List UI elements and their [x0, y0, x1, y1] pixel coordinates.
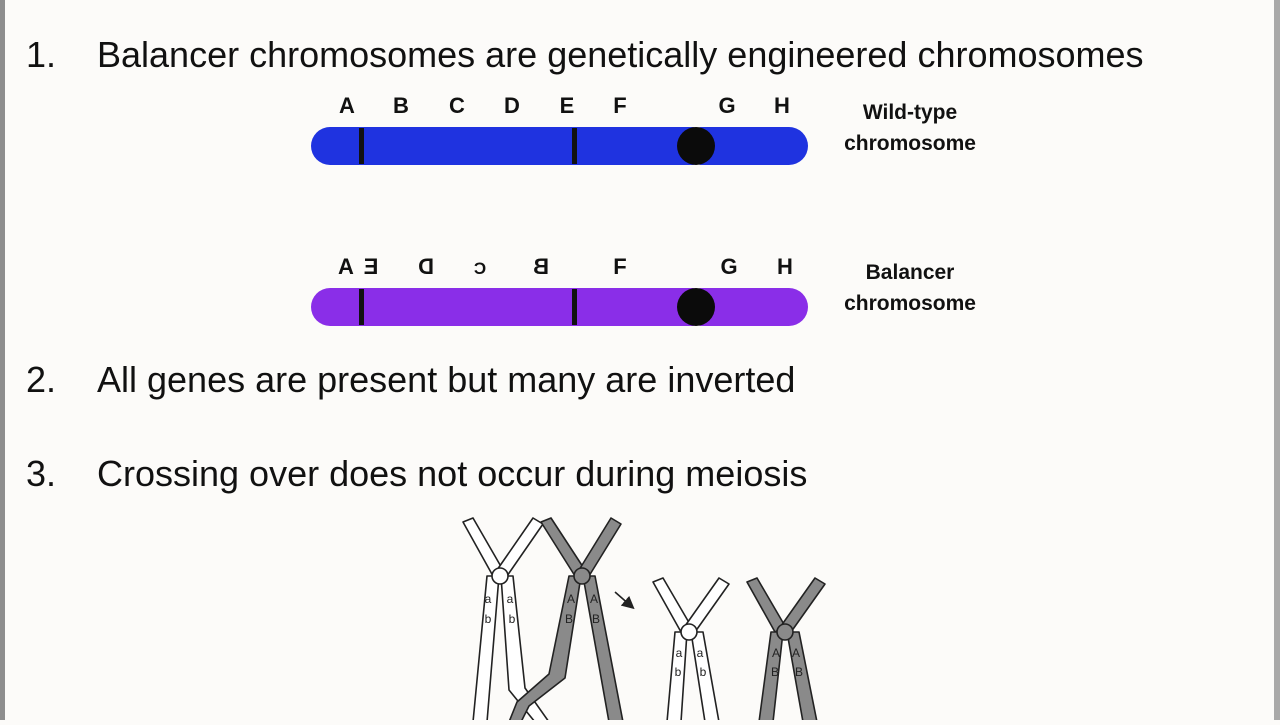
- centromere-circle: [680, 623, 698, 641]
- gene-label-inverted: D: [418, 254, 434, 280]
- chromosome-band: [359, 289, 364, 325]
- gene-label-inverted: B: [533, 254, 549, 280]
- gene-letter: D: [418, 254, 434, 279]
- gene-label: E: [559, 93, 575, 118]
- item-number: 2.: [26, 359, 57, 400]
- left-window-edge: [0, 0, 5, 720]
- gene-label: D: [504, 93, 520, 118]
- gene-letter: B: [533, 254, 549, 279]
- allele-label: A: [772, 646, 780, 660]
- item-text: Balancer chromosomes are genetically eng…: [97, 34, 1144, 75]
- allele-label: A: [590, 592, 598, 606]
- label-line: Balancer: [865, 261, 955, 284]
- centromere-circle: [573, 567, 591, 585]
- gene-label-inverted: C: [474, 254, 486, 280]
- item-text: Crossing over does not occur during meio…: [97, 453, 808, 494]
- chromatid-arm: [496, 517, 544, 577]
- meiosis-diagram: a b a b A B A B a b a b A B A B: [462, 517, 826, 723]
- gene-label: C: [449, 93, 465, 118]
- chromosome-band: [572, 289, 577, 325]
- gene-letter: E: [363, 254, 379, 279]
- allele-label: a: [697, 646, 704, 660]
- gene-letter: C: [473, 259, 487, 278]
- chromosome-arm-left: [311, 127, 697, 165]
- gene-label: G: [718, 93, 736, 118]
- allele-label: b: [509, 612, 516, 626]
- chromatid-arm: [652, 577, 692, 633]
- allele-label: a: [485, 592, 492, 606]
- allele-label: b: [485, 612, 492, 626]
- gene-label: F: [613, 254, 627, 279]
- meiosis-figure: a b a b A B A B a b a b A B A B: [445, 510, 850, 723]
- allele-label: b: [700, 665, 707, 679]
- wild-type-label: Wild-type chromosome: [822, 97, 998, 159]
- arrow-icon: [614, 591, 635, 610]
- centromere-circle: [776, 623, 794, 641]
- chromatid-arm: [746, 577, 786, 633]
- centromere: [677, 288, 715, 326]
- label-line: chromosome: [844, 292, 976, 315]
- allele-label: B: [771, 665, 779, 679]
- allele-label: a: [507, 592, 514, 606]
- gene-label: G: [720, 254, 738, 279]
- allele-label: b: [675, 665, 682, 679]
- chromosome-arm-right: [697, 127, 808, 165]
- gene-label: F: [613, 93, 627, 118]
- allele-label: B: [592, 612, 600, 626]
- allele-label: a: [676, 646, 683, 660]
- gene-label: A: [338, 254, 354, 279]
- label-line: chromosome: [844, 132, 976, 155]
- label-line: Wild-type: [862, 101, 958, 124]
- gene-label: A: [339, 93, 355, 118]
- chromosome-band: [572, 128, 577, 164]
- chromatid-arm: [462, 517, 504, 577]
- chromatid-arm: [578, 517, 622, 577]
- chromosome-arm-left: [311, 288, 697, 326]
- chromatid-arm: [540, 517, 586, 577]
- chromosome-band: [359, 128, 364, 164]
- centromere: [677, 127, 715, 165]
- gene-label: H: [774, 93, 790, 118]
- centromere-circle: [491, 567, 509, 585]
- gene-label: B: [393, 93, 409, 118]
- item-number: 1.: [26, 34, 57, 75]
- allele-label: B: [565, 612, 573, 626]
- balancer-label: Balancer chromosome: [822, 257, 998, 319]
- allele-label: A: [567, 592, 575, 606]
- allele-label: A: [792, 646, 800, 660]
- chromosome-arm-right: [697, 288, 808, 326]
- right-window-edge: [1274, 0, 1280, 720]
- gene-label: H: [777, 254, 793, 279]
- gene-label-inverted: E: [364, 254, 379, 280]
- allele-label: B: [795, 665, 803, 679]
- item-text: All genes are present but many are inver…: [97, 359, 796, 400]
- item-number: 3.: [26, 453, 57, 494]
